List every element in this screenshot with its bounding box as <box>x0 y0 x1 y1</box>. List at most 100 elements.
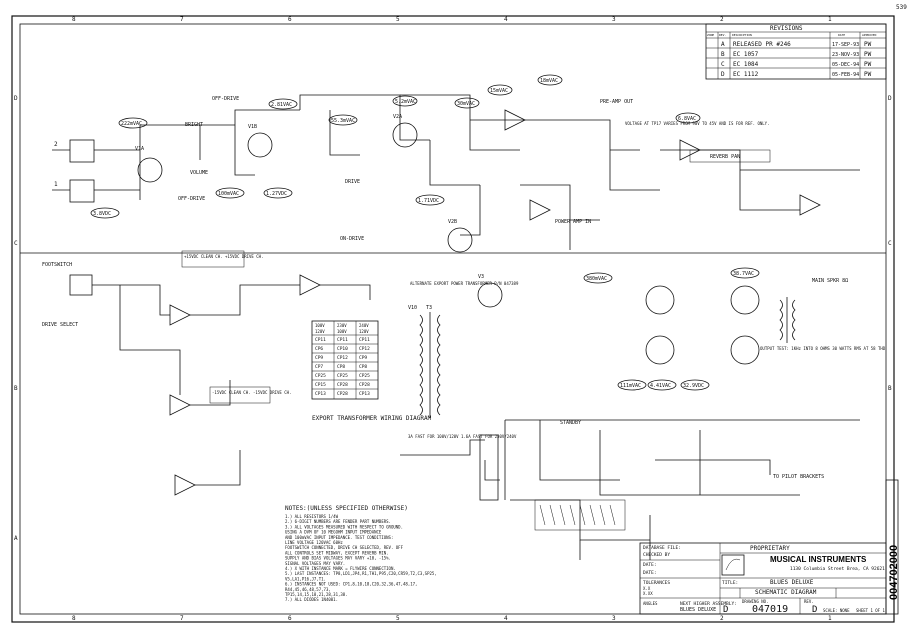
drive-label: DRIVE <box>345 179 360 185</box>
export-sub-1: 100V <box>337 329 347 334</box>
svg-text:V2A: V2A <box>393 114 402 120</box>
zone-a-left: A <box>14 535 18 542</box>
notes-title: NOTES:(UNLESS SPECIFIED OTHERWISE) <box>285 505 408 512</box>
next-assembly-label: NEXT HIGHER ASSEMBLY: <box>680 601 737 607</box>
rev-a-by: PW <box>864 41 872 48</box>
export-cell: CP9 <box>359 355 367 361</box>
rev-header-rev: REV. <box>719 33 726 37</box>
tp-voltage-3: 5.2mVAC <box>395 99 416 105</box>
vertical-part-number: 004702000 <box>885 479 900 615</box>
title-block: DATABASE FILE: CHECKED BY DATE: DATE: TO… <box>639 542 887 615</box>
zone-letters-side: D C B A D C B <box>14 95 892 542</box>
tp-voltage-5: 15mVAC <box>490 88 508 94</box>
tol-xx: X.X <box>643 586 651 591</box>
svg-text:T3: T3 <box>426 305 432 311</box>
export-cell: CP11 <box>337 337 348 343</box>
output-transformer <box>779 297 796 343</box>
rev-a: A <box>721 41 725 48</box>
tp-voltage-7: 100mVAC <box>218 191 239 197</box>
tp17-note: VOLTAGE AT TP17 VARIES FROM 90V TO 45V A… <box>625 121 770 126</box>
rev-header-approved: APPROVED <box>862 33 877 37</box>
export-cell: CP25 <box>359 373 370 379</box>
note-line: V5,LA1,P16,J7,T1. <box>285 576 326 581</box>
vertical-number: 004702000 <box>888 545 900 600</box>
reverb-pan-label: REVERB PAN <box>710 154 740 160</box>
tube-v2b: V2B <box>447 219 473 253</box>
checked-by-label: CHECKED BY <box>643 552 670 558</box>
note-line: 3.) ALL VOLTAGES MEASURED WITH RESPECT T… <box>285 524 403 529</box>
rev-header-desc: DESCRIPTION <box>732 33 752 37</box>
tp-voltage-11: 30mVAC <box>457 101 475 107</box>
notes-block: NOTES:(UNLESS SPECIFIED OTHERWISE) <box>285 505 408 512</box>
tp-voltage-13: 380mVAC <box>586 276 607 282</box>
note-line: SUPPLY AND BIAS VOLTAGES MAY VARY +10, -… <box>285 556 391 561</box>
drawing-title-1: BLUES DELUXE <box>770 579 814 586</box>
tube-v1a: V1A <box>135 146 163 183</box>
zone-1-top: 1 <box>828 16 832 23</box>
tp-voltage-6: 18mVAC <box>540 78 558 84</box>
zone-8-bottom: 8 <box>72 615 76 622</box>
note-line: ALL CONTROLS SET MIDWAY, EXCEPT REVERB M… <box>285 550 389 555</box>
tube-v1b: V1B <box>247 124 273 158</box>
notes-list: 1.) ALL RESISTORS 1/4W2.) 6-DIGIT NUMBER… <box>285 514 437 602</box>
rev-value: D <box>812 605 817 615</box>
footswitch-supply-boxes: +15VDC CLEAN CH. +15VDC DRIVE CH. -15VDC… <box>181 250 291 404</box>
note-line: TP15,14,15,18,21,28,31,38. <box>285 592 348 597</box>
rev-b: B <box>721 51 725 58</box>
svg-text:V1A: V1A <box>135 146 144 152</box>
svg-text:V2B: V2B <box>448 219 457 225</box>
zone-c-right: C <box>888 240 892 247</box>
zone-numbers-bottom: 8 7 6 5 4 3 2 1 <box>72 615 832 622</box>
drive-select-label: DRIVE SELECT <box>42 322 78 328</box>
tolerances-label: TOLERANCES <box>643 580 670 586</box>
zone-2-bottom: 2 <box>720 615 724 622</box>
zone-4-bottom: 4 <box>504 615 508 622</box>
drawing-size: D <box>723 605 728 615</box>
rev-c-by: PW <box>864 61 872 68</box>
revisions-table: REVISIONS ZONE REV. DESCRIPTION DATE APP… <box>705 23 887 80</box>
zone-8-top: 8 <box>72 16 76 23</box>
power-supply-wiring <box>400 419 860 560</box>
rev-d-desc: EC 1112 <box>733 71 759 78</box>
rev-a-desc: RELEASED PR #246 <box>733 41 791 48</box>
export-cell: CP7 <box>315 364 323 370</box>
export-cell: CP8 <box>359 364 367 370</box>
export-cell: CP28 <box>337 391 348 397</box>
export-cell: CP11 <box>315 337 326 343</box>
tol-angles: ANGLES <box>643 601 658 606</box>
export-cell: CP9 <box>315 355 323 361</box>
zone-1-bottom: 1 <box>828 615 832 622</box>
export-cell: CP12 <box>359 346 370 352</box>
bright-label: BRIGHT <box>185 122 203 128</box>
database-file-label: DATABASE FILE: <box>643 545 681 551</box>
pre-amp-out-label: PRE-AMP OUT <box>600 99 633 105</box>
clean-drive-minus-label: -15VDC CLEAN CH. -15VDC DRIVE CH. <box>212 390 291 395</box>
export-cell: CP12 <box>337 355 348 361</box>
export-cell: CP6 <box>315 346 323 352</box>
model-name: BLUES DELUXE <box>680 607 716 613</box>
power-transformer: T3 V10 <box>408 305 441 418</box>
zone-7-bottom: 7 <box>180 615 184 622</box>
zone-6-top: 6 <box>288 16 292 23</box>
power-amp-in-label: POWER AMP IN <box>555 219 591 225</box>
zone-numbers-top: 8 7 6 5 4 3 2 1 <box>72 16 832 23</box>
note-line: 2.) 6-DIGIT NUMBERS ARE FENDER PART NUMB… <box>285 519 391 524</box>
standby-label: STANDBY <box>560 420 581 426</box>
clean-drive-plus-label: +15VDC CLEAN CH. +15VDC DRIVE CH. <box>184 254 263 259</box>
on-drive-label: ON-DRIVE <box>340 236 364 242</box>
footswitch-label: FOOTSWITCH <box>42 262 72 268</box>
tp-voltage-4: 55.3mVAC <box>331 118 355 124</box>
tp-voltage-14: 38.7VAC <box>733 271 754 277</box>
zone-d-left: D <box>14 95 18 102</box>
zone-3-bottom: 3 <box>612 615 616 622</box>
test-point-labels: 222mVAC 2.81VAC 5.2mVAC 55.3mVAC 15mVAC … <box>90 74 760 391</box>
svg-text:1: 1 <box>54 181 58 188</box>
zone-6-bottom: 6 <box>288 615 292 622</box>
drawing-no-label: DRAWING NO. <box>742 599 769 604</box>
export-cell: CP10 <box>337 346 348 352</box>
tp-voltage-8: 1.27VDC <box>266 191 287 197</box>
zone-5-top: 5 <box>396 16 400 23</box>
tp-voltage-2: 2.81VAC <box>271 102 292 108</box>
main-speaker-label: MAIN SPKR 8Ω <box>812 278 848 284</box>
